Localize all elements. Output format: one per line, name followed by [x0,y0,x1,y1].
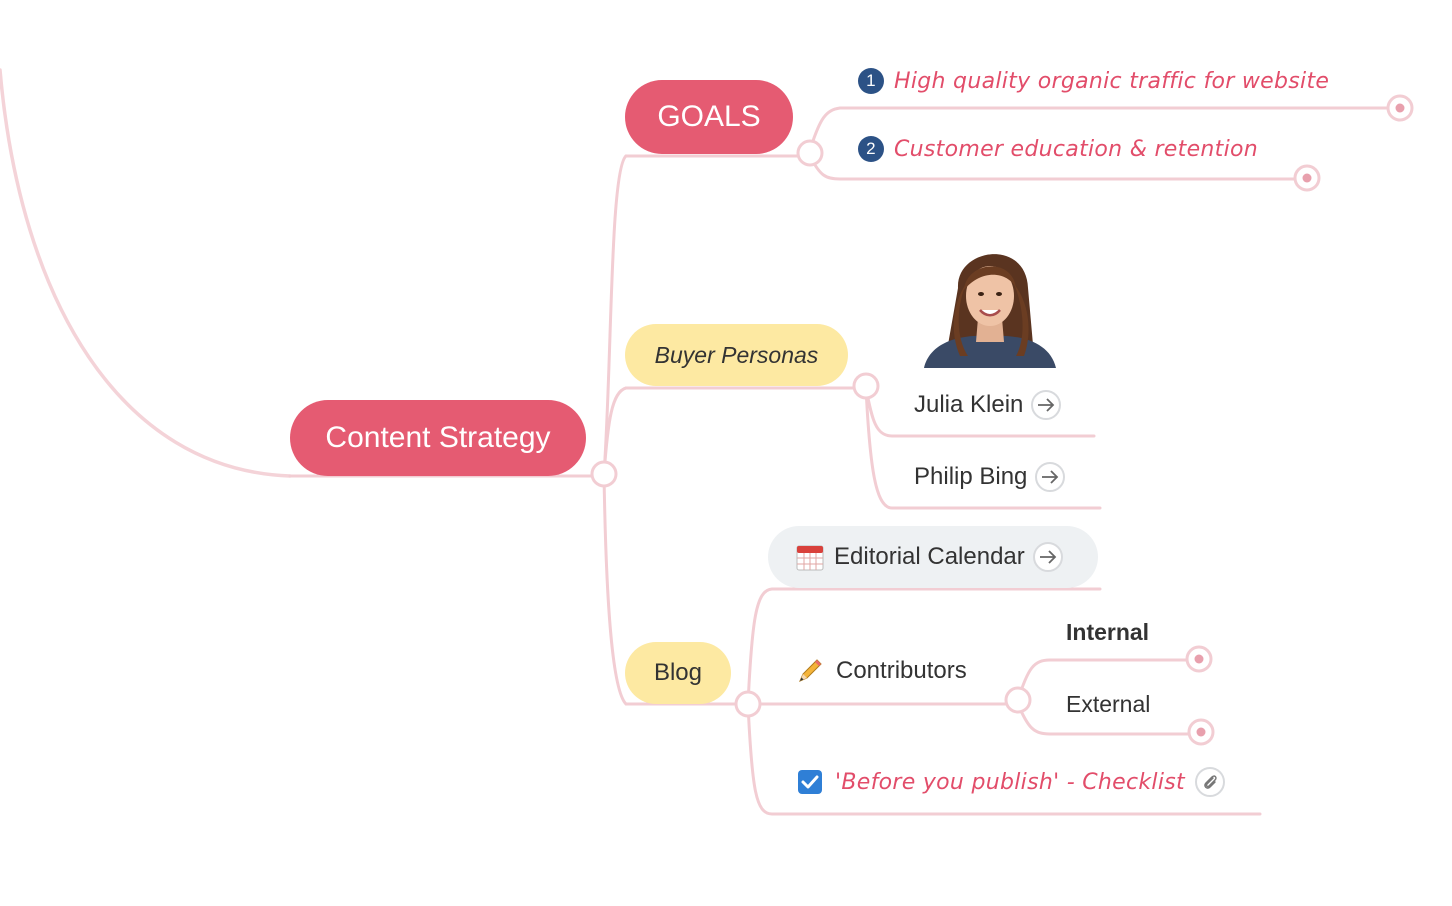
checklist-node[interactable]: 'Before you publish' - Checklist [797,765,1225,799]
goals-node[interactable]: GOALS [625,80,793,154]
arrow-right-icon[interactable] [1031,390,1062,420]
arrow-right-icon[interactable] [1035,462,1066,492]
persona-philip-bing[interactable]: Philip Bing [914,460,1066,494]
checkbox-checked-icon[interactable] [797,769,823,795]
goal-item-1[interactable]: 1 High quality organic traffic for websi… [858,66,1329,96]
paperclip-icon[interactable] [1194,767,1225,797]
editorial-calendar-label: Editorial Calendar [834,543,1025,570]
contributor-internal[interactable]: Internal [1066,616,1149,648]
goals-label: GOALS [657,100,761,133]
contributor-internal-label: Internal [1066,618,1150,645]
persona-photo-image [924,254,1056,368]
number-2-badge-icon: 2 [858,136,884,162]
root-node[interactable]: Content Strategy [290,400,586,476]
pencil-icon [799,659,822,682]
goal-item-1-label: High quality organic traffic for website [894,68,1330,94]
blog-label: Blog [653,659,703,686]
checklist-label: 'Before you publish' - Checklist [835,769,1185,795]
persona-philip-bing-label: Philip Bing [914,463,1028,490]
contributors-label: Contributors [836,657,967,684]
editorial-calendar-node[interactable]: Editorial Calendar [768,526,1098,588]
buyer-personas-label: Buyer Personas [654,341,819,368]
buyer-personas-node[interactable]: Buyer Personas [625,324,848,386]
goal-item-2-label: Customer education & retention [894,136,1258,162]
arrow-right-icon[interactable] [1032,542,1063,572]
contributor-external[interactable]: External [1066,688,1150,720]
contributor-external-label: External [1066,690,1151,717]
calendar-icon [796,545,824,571]
root-label: Content Strategy [325,421,551,454]
persona-julia-klein-label: Julia Klein [914,391,1024,418]
goal-item-2[interactable]: 2 Customer education & retention [858,134,1258,164]
contributors-node[interactable]: Contributors [796,654,967,688]
blog-node[interactable]: Blog [625,642,731,704]
persona-julia-klein[interactable]: Julia Klein [914,388,1062,422]
number-1-badge-icon: 1 [858,68,884,94]
